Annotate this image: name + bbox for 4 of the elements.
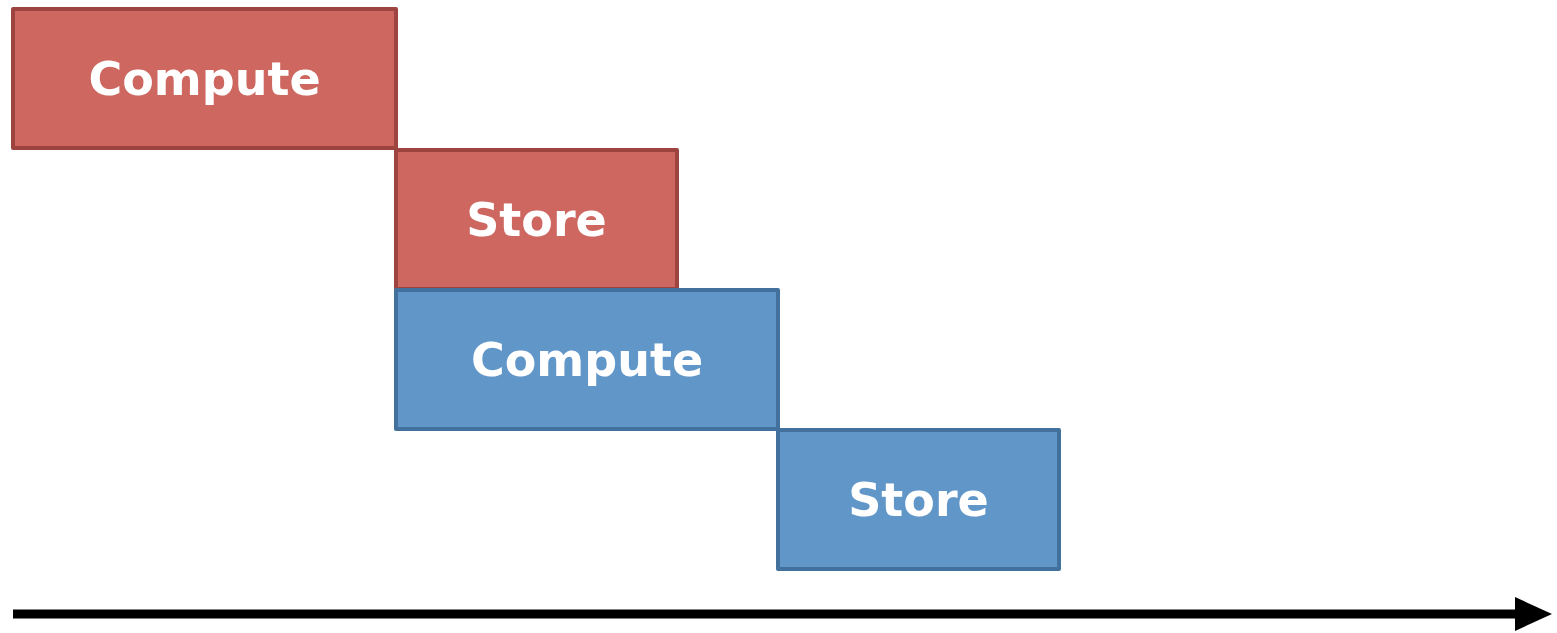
process-box: Store — [394, 148, 679, 291]
process-box: Store — [776, 428, 1061, 571]
process-box: Compute — [394, 288, 780, 431]
process-box: Compute — [11, 7, 398, 150]
